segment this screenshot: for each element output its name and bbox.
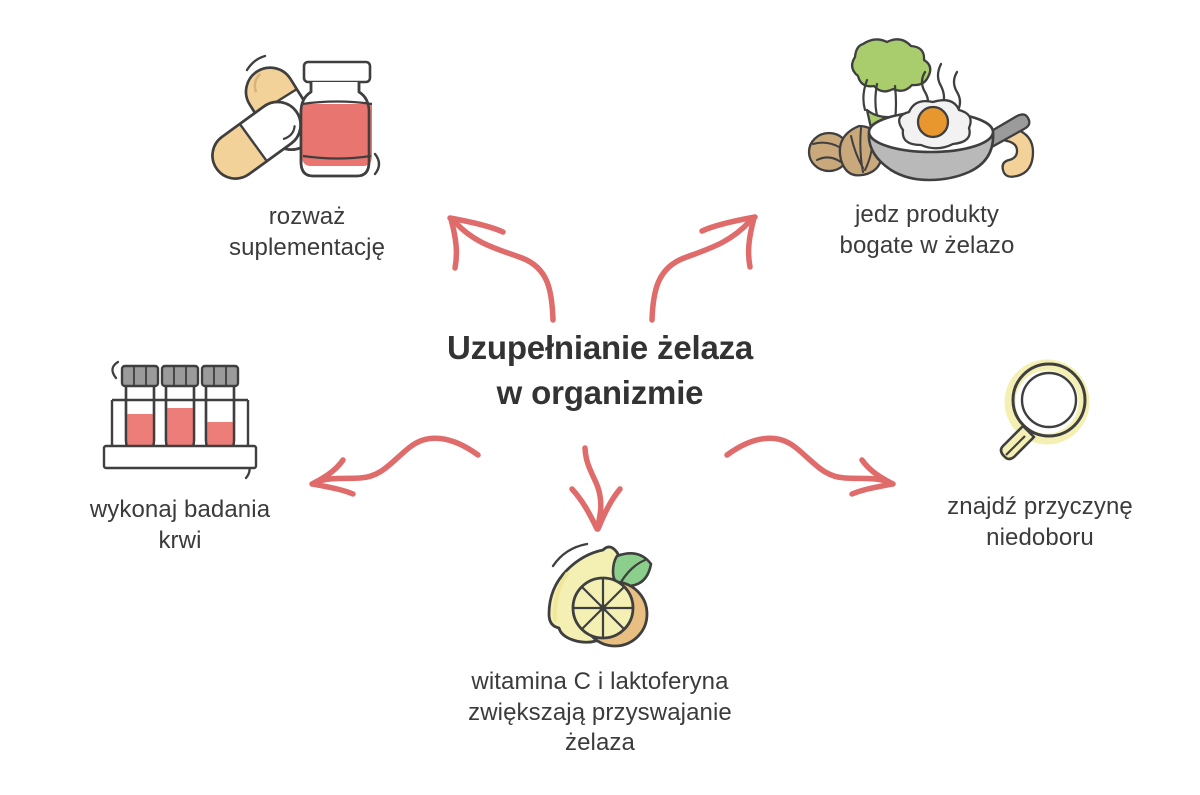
node-cause: znajdź przyczynę niedoboru xyxy=(900,358,1180,553)
center-title: Uzupełnianie żelaza w organizmie xyxy=(446,329,754,411)
test-tube xyxy=(160,364,200,456)
pill-bottle-icon xyxy=(207,46,407,196)
arrow-to-vitaminc xyxy=(569,445,623,532)
test-tube xyxy=(120,364,160,456)
blood-test-tubes-icon xyxy=(90,358,270,483)
node-cause-label: znajdź przyczynę niedoboru xyxy=(947,493,1133,551)
node-ironfood-label: jedz produkty bogate w żelazo xyxy=(839,201,1015,259)
arrow-to-bloodtest xyxy=(309,435,481,497)
node-bloodtest-label: wykonaj badania krwi xyxy=(89,496,271,554)
frying-pan-egg-icon xyxy=(807,32,1047,192)
test-tube xyxy=(200,364,240,456)
node-vitaminc-label: witamina C i laktoferyna zwiększają przy… xyxy=(468,668,732,757)
arrow-to-supplement xyxy=(447,215,556,323)
node-supplement-label: rozważ suplementację xyxy=(228,203,386,261)
arrow-to-cause xyxy=(724,435,896,497)
lemon-icon xyxy=(525,540,675,655)
node-vitaminc: witamina C i laktoferyna zwiększają przy… xyxy=(410,540,790,759)
arrow-to-ironfood xyxy=(649,214,758,323)
magnifying-glass-icon xyxy=(975,358,1105,478)
node-ironfood: jedz produkty bogate w żelazo xyxy=(782,32,1072,261)
node-supplement: rozważ suplementację xyxy=(178,46,436,263)
node-bloodtest: wykonaj badania krwi xyxy=(40,358,320,556)
